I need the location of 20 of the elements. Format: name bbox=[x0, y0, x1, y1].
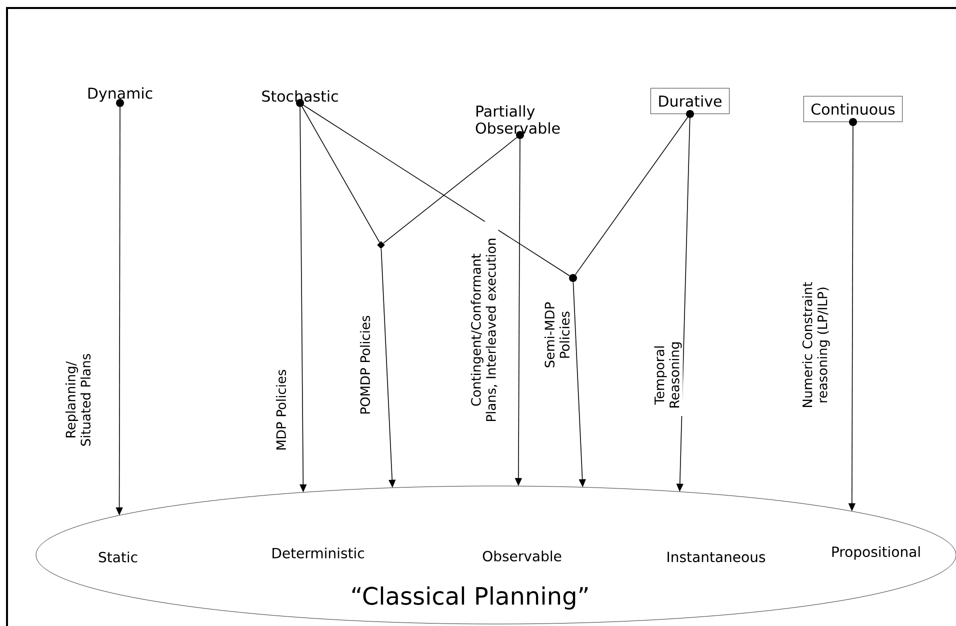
state-label: Partially Observable bbox=[476, 105, 560, 134]
edge-label: Replanning/ Situated Plans bbox=[64, 344, 92, 456]
junction-diamond bbox=[377, 241, 385, 249]
ellipse-label: Observable bbox=[482, 550, 562, 562]
state-label: Dynamic bbox=[88, 87, 152, 102]
edge-label: Semi-MDP Policies bbox=[543, 296, 571, 374]
edge-label: Temporal Reasoning bbox=[653, 334, 683, 416]
state-label: Stochastic bbox=[262, 90, 338, 102]
ellipse-label: Instantaneous bbox=[668, 552, 766, 562]
state-box: Durative bbox=[650, 88, 730, 114]
ellipse-label: Deterministic bbox=[272, 548, 364, 558]
junction-dot bbox=[569, 274, 577, 282]
edge-label: Contingent/Conformant Plans, Interleaved execution bbox=[470, 222, 498, 438]
ellipse-label: Static bbox=[98, 552, 138, 562]
ellipse-label: Propositional bbox=[832, 546, 920, 560]
state-box: Continuous bbox=[803, 96, 903, 122]
edge-label: MDP Policies bbox=[274, 334, 288, 486]
edge-label: POMDP Policies bbox=[358, 284, 372, 446]
edge-label: Numeric Constraint reasoning (LP/ILP) bbox=[801, 274, 831, 416]
title: “Classical Planning” bbox=[352, 586, 588, 610]
